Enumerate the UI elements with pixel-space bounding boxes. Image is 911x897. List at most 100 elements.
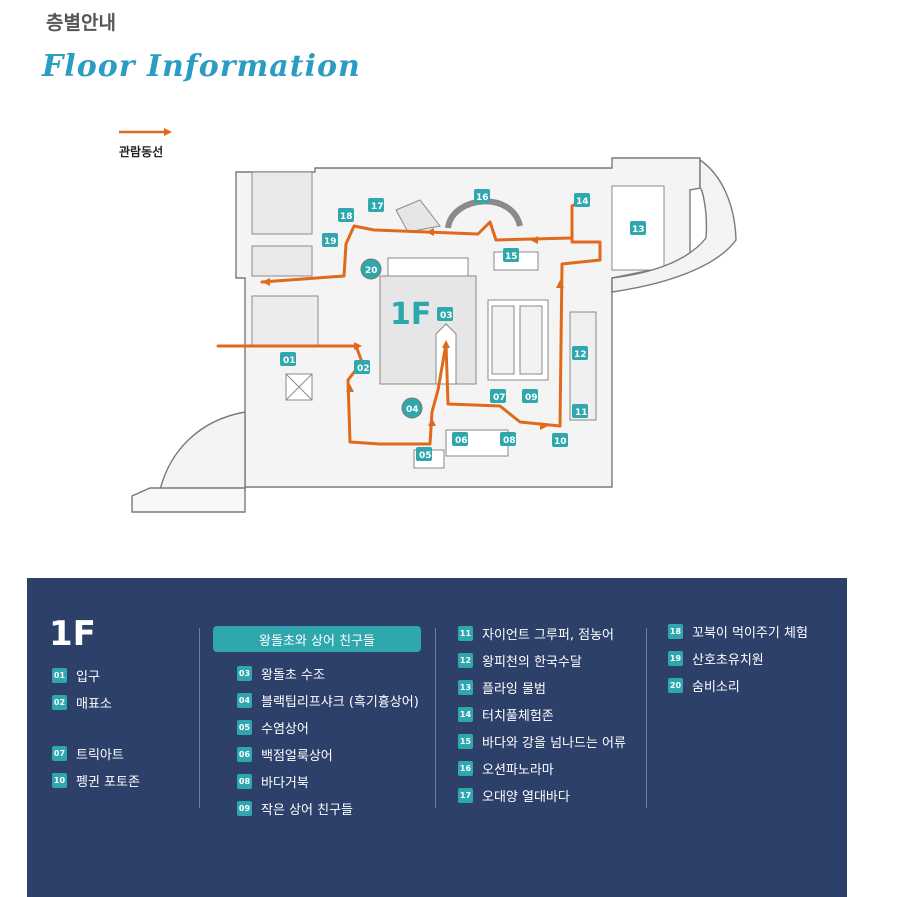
item-label: 바다와 강을 넘나드는 어류 [482,736,626,751]
svg-text:19: 19 [324,237,337,247]
svg-text:18: 18 [340,212,353,222]
marker-14: 14 [574,193,590,207]
list-item: 17 오대양 열대바다 [458,782,626,809]
item-label: 산호초유치원 [692,653,764,668]
marker-04: 04 [401,397,423,419]
svg-text:01: 01 [283,356,296,366]
interior-walls [251,171,665,469]
item-number: 19 [668,651,683,666]
list-item: 07 트릭아트 [52,740,140,767]
marker-07: 07 [490,389,506,403]
list-item: 08 바다거북 [237,768,419,795]
marker-16: 16 [474,189,490,203]
marker-15: 15 [503,248,519,262]
marker-20: 20 [360,258,382,280]
item-label: 플라잉 물범 [482,682,546,697]
list-item: 14 터치풀체험존 [458,701,626,728]
svg-text:10: 10 [554,437,567,447]
item-label: 오대양 열대바다 [482,790,570,805]
item-number: 06 [237,747,252,762]
item-number: 18 [668,624,683,639]
item-label: 숨비소리 [692,680,740,695]
item-label: 자이언트 그루퍼, 점농어 [482,628,614,643]
marker-11: 11 [572,404,588,418]
markers: 01 02 03 04 05 06 07 08 09 10 11 12 13 1… [280,189,646,461]
marker-17: 17 [368,198,384,212]
svg-text:05: 05 [419,451,432,461]
floor-map: 1F 01 02 03 04 05 06 07 08 09 10 11 12 1… [131,157,737,513]
item-number: 08 [237,774,252,789]
route-arrow-icon [119,128,172,136]
section-title: 왕돌초와 상어 친구들 [213,626,421,652]
item-number: 05 [237,720,252,735]
svg-text:02: 02 [357,364,370,374]
route-arrowheads [262,196,584,430]
item-label: 바다거북 [261,776,309,791]
item-label: 입구 [76,670,100,685]
item-number: 14 [458,707,473,722]
floor-label-map: 1F [390,297,431,332]
svg-text:03: 03 [440,311,453,321]
visitor-route [216,198,602,446]
item-number: 15 [458,734,473,749]
item-label: 트릭아트 [76,748,124,763]
item-number: 02 [52,695,67,710]
item-number: 13 [458,680,473,695]
marker-03: 03 [437,307,453,321]
marker-05: 05 [416,447,432,461]
marker-06: 06 [452,432,468,446]
marker-08: 08 [500,432,516,446]
route-legend-label: 관람동선 [119,145,164,159]
item-label: 블랙팁리프샤크 (흑기흉상어) [261,695,419,710]
svg-text:14: 14 [576,197,589,207]
list-item: 05 수염상어 [237,714,419,741]
item-label: 작은 상어 친구들 [261,803,353,818]
list-item: 11 자이언트 그루퍼, 점농어 [458,620,626,647]
svg-text:17: 17 [371,202,384,212]
marker-13: 13 [630,221,646,235]
column-divider [199,628,200,808]
item-number: 16 [458,761,473,776]
page-heading-en: Floor Information [42,49,361,84]
item-number: 01 [52,668,67,683]
item-number: 12 [458,653,473,668]
svg-text:04: 04 [406,405,419,415]
item-number: 07 [52,746,67,761]
column-divider [646,628,647,808]
list-item: 09 작은 상어 친구들 [237,795,419,822]
svg-text:07: 07 [493,393,506,403]
svg-text:20: 20 [365,266,378,276]
svg-text:06: 06 [455,436,468,446]
list-item: 19 산호초유치원 [668,645,808,672]
svg-text:12: 12 [574,350,587,360]
item-number: 20 [668,678,683,693]
right-wing [611,158,737,293]
item-number: 11 [458,626,473,641]
marker-18: 18 [338,208,354,222]
left-wing [131,411,246,513]
item-number: 17 [458,788,473,803]
list-item: 13 플라잉 물범 [458,674,626,701]
item-label: 백점얼룩상어 [261,749,333,764]
item-label: 수염상어 [261,722,309,737]
svg-text:13: 13 [632,225,645,235]
marker-02: 02 [354,360,370,374]
list-item: 20 숨비소리 [668,672,808,699]
list-item: 15 바다와 강을 넘나드는 어류 [458,728,626,755]
item-label: 터치풀체험존 [482,709,554,724]
marker-01: 01 [280,352,296,366]
svg-text:16: 16 [476,193,489,203]
item-number: 09 [237,801,252,816]
list-item: 01 입구 [52,662,140,689]
svg-text:15: 15 [505,252,518,262]
item-label: 왕돌초 수조 [261,668,325,683]
